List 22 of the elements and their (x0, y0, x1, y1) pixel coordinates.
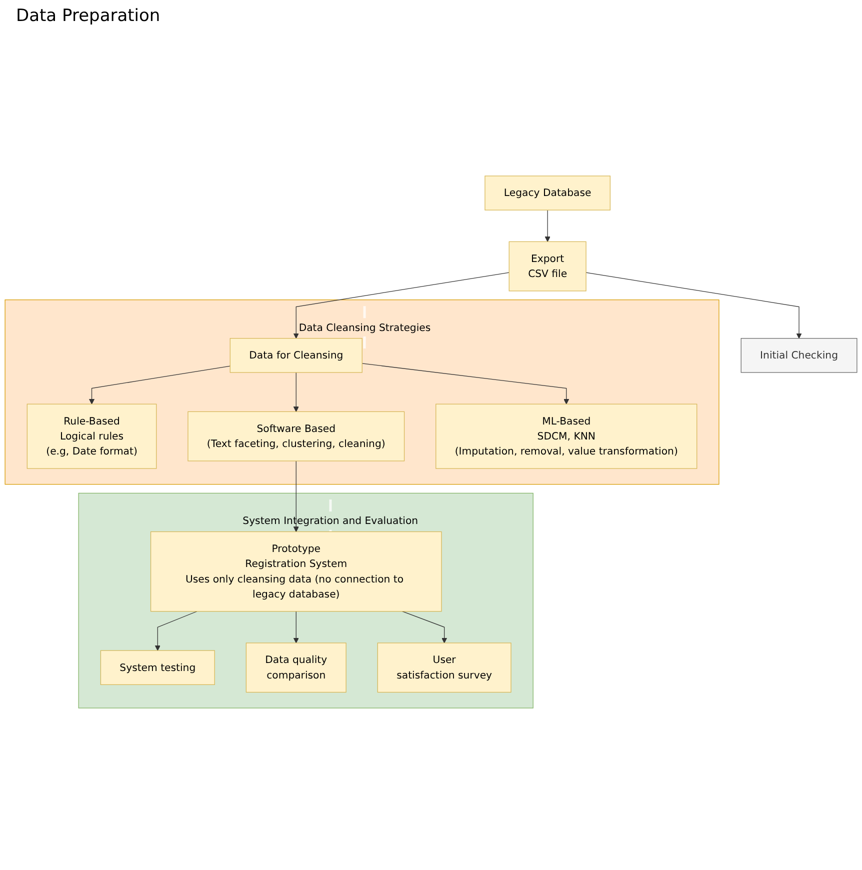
node-box: System testing (100, 650, 215, 685)
node-box: Prototype Registration System Uses only cleansing data (no connection to legacy database) (150, 531, 442, 612)
node-box: Rule-Based Logical rules (e.g, Date format) (26, 404, 157, 469)
node-box: User satisfaction survey (377, 642, 512, 693)
arrow (154, 611, 198, 651)
arrow (544, 210, 550, 242)
arrow (586, 272, 802, 339)
node-box: Initial Checking (740, 338, 858, 373)
node-box: Data for Cleansing (230, 338, 362, 373)
section-heading: Data Preparation (16, 6, 162, 26)
arrow (293, 372, 299, 412)
arrow (402, 611, 448, 644)
arrow (293, 460, 299, 532)
node-box: Export CSV file (508, 241, 586, 292)
node-box: Legacy Database (484, 176, 610, 210)
arrow (89, 366, 230, 404)
arrow (293, 272, 510, 339)
arrow (362, 363, 570, 404)
node-box: Software Based (Text faceting, clustering, cleaning) (188, 411, 405, 462)
node-box: ML-Based SDCM, KNN (Imputation, removal, value transformation) (436, 404, 698, 469)
arrow (293, 611, 299, 644)
node-box: Data quality comparison (246, 642, 346, 693)
